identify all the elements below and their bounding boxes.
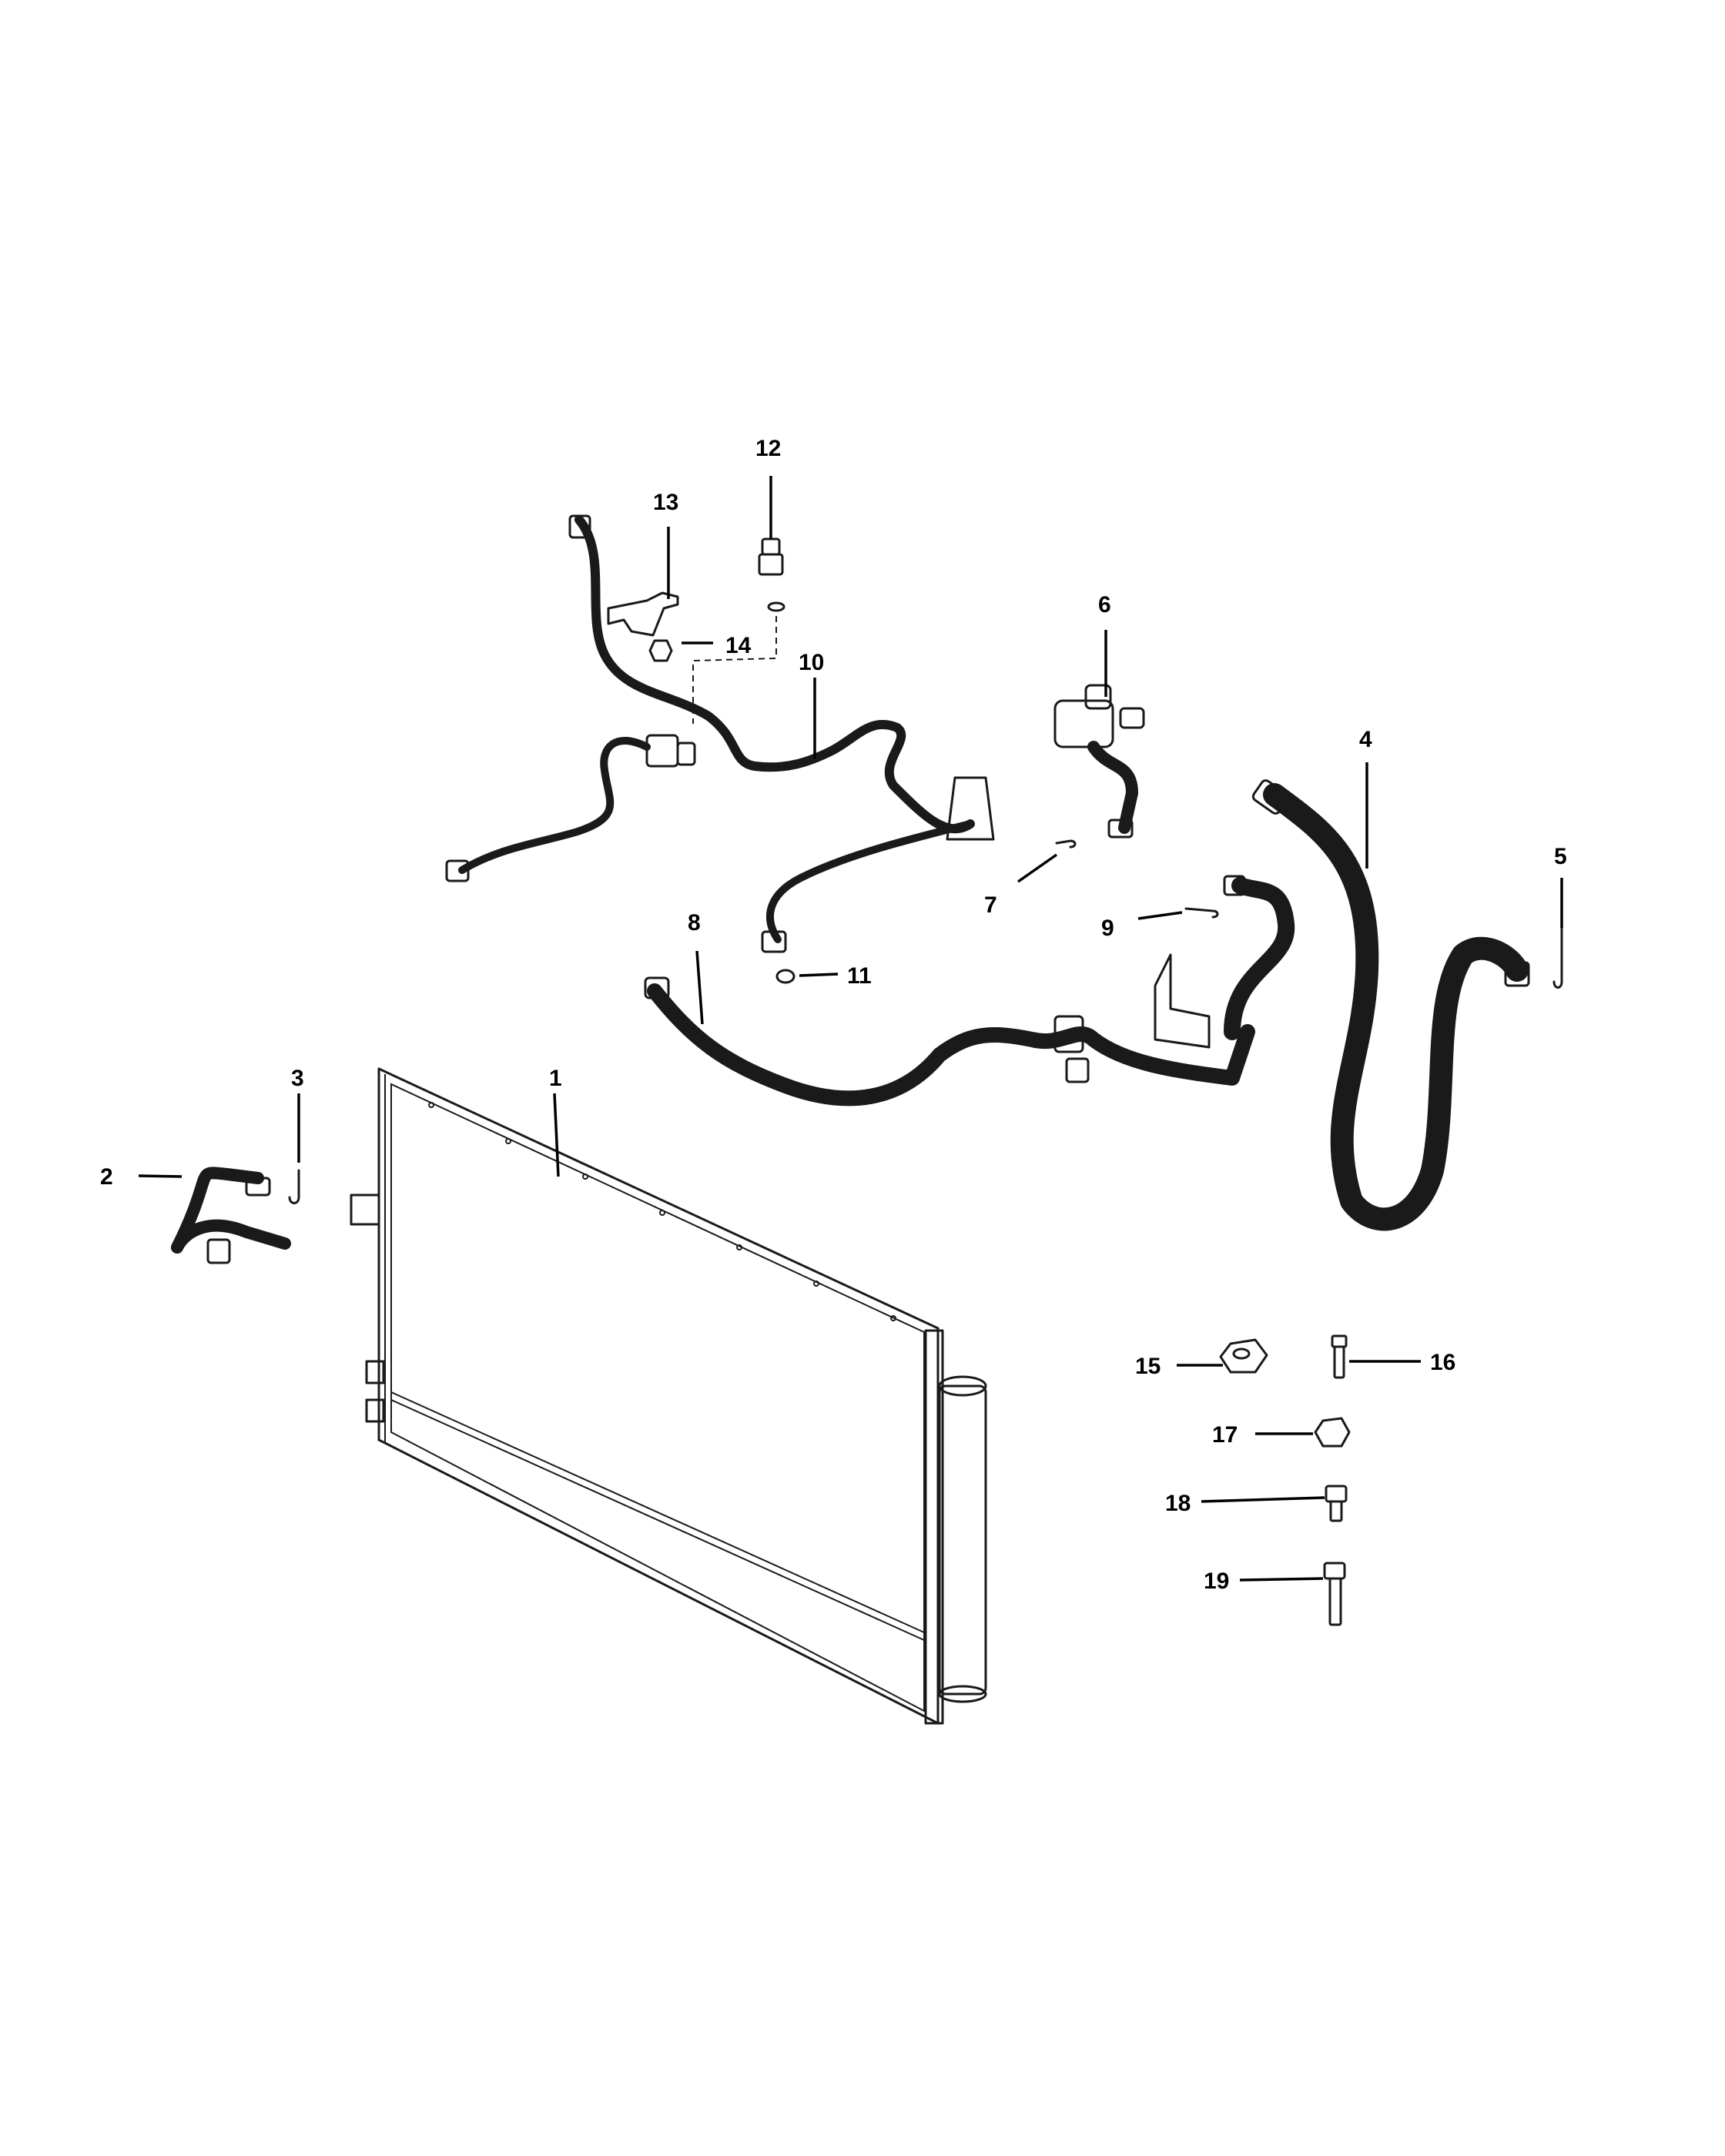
callout-13: 13 — [653, 490, 678, 515]
callout-18: 18 — [1165, 1491, 1191, 1516]
callout-15: 15 — [1135, 1354, 1161, 1379]
nut-part-15 — [1219, 1338, 1268, 1374]
callout-labels: 1 2 3 4 5 6 7 8 9 10 11 12 13 14 15 16 1… — [100, 436, 1567, 1594]
callout-2: 2 — [100, 1164, 113, 1190]
callout-3: 3 — [291, 1066, 304, 1091]
pressure-sensor-part-12 — [758, 537, 785, 612]
callout-11: 11 — [847, 963, 872, 989]
callout-9: 9 — [1101, 916, 1114, 941]
callout-5: 5 — [1554, 844, 1567, 869]
clip-part-3 — [288, 1169, 300, 1204]
bolt-part-18 — [1325, 1485, 1348, 1522]
valve-part-6 — [1053, 684, 1145, 839]
hose-part-10 — [445, 514, 995, 953]
callout-7: 7 — [984, 892, 997, 918]
o-ring-part-11 — [775, 969, 796, 984]
callout-8: 8 — [688, 910, 701, 936]
hose-part-2 — [171, 1167, 291, 1264]
callout-10: 10 — [799, 650, 824, 675]
callout-4: 4 — [1359, 727, 1372, 752]
callout-12: 12 — [755, 436, 781, 461]
callout-16: 16 — [1430, 1350, 1455, 1375]
nut-part-17 — [1314, 1417, 1351, 1448]
hose-part-9 — [1184, 875, 1295, 1040]
callout-17: 17 — [1212, 1422, 1238, 1448]
condenser-part — [350, 1067, 987, 1725]
callout-6: 6 — [1098, 592, 1111, 618]
hose-part-8 — [644, 953, 1255, 1106]
bolt-part-19 — [1323, 1562, 1346, 1626]
callout-14: 14 — [725, 633, 752, 658]
callout-19: 19 — [1204, 1568, 1229, 1594]
screw-part-14 — [648, 616, 777, 724]
callout-1: 1 — [549, 1066, 562, 1091]
clip-part-7 — [1055, 839, 1077, 849]
leader-lines — [138, 476, 1563, 1582]
stud-part-16 — [1331, 1334, 1348, 1379]
hose-part-4 — [1251, 779, 1530, 1231]
bracket-part-13 — [607, 591, 679, 637]
clip-part-5 — [1552, 926, 1563, 989]
